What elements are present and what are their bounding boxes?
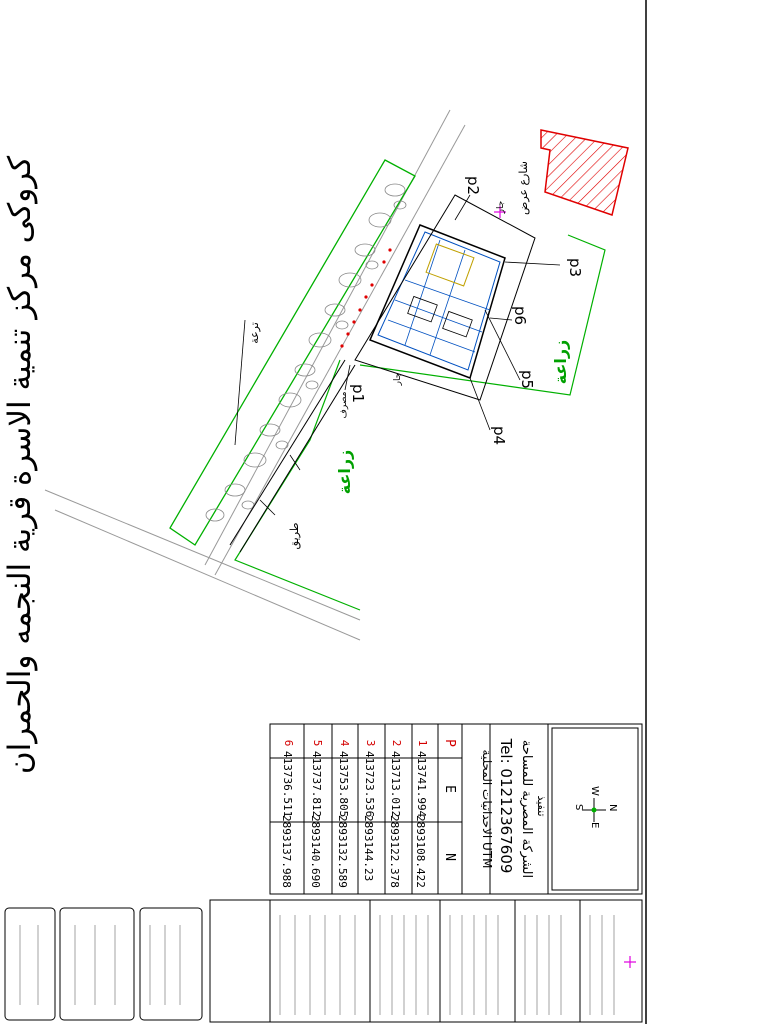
coords-row-4-n: 2893132.589 [336,815,349,888]
road-lower-2 [54,509,361,641]
canal-stones [205,183,407,522]
title-block-lines [19,915,615,1015]
label-gar-2: جار [393,372,403,386]
coords-row-4-p: 4 [338,739,351,747]
compass-center [591,807,597,813]
company-name: الشركة المصرية للمساحة [519,739,534,879]
green-boundary-right [359,234,606,396]
title-block [4,899,643,1023]
page-title: كروكى مركز تنمية الاسرة قرية النجمه والح… [2,155,38,775]
point-label-p5: p5 [518,370,536,390]
point-label-p6: p6 [511,306,529,326]
neighbor-parcel-hatched [540,129,629,216]
label-zeraa-2: زراعة [335,449,354,495]
compass-w: W [589,786,600,796]
coords-row-1-p: 1 [416,739,429,747]
label-terra: ترعة [248,322,261,344]
point-leaders [234,194,561,516]
coords-row-2-n: 2893122.378 [388,815,401,888]
coords-header-n: N [442,853,457,861]
label-gar-1: جار [496,200,506,214]
compass-n: N [607,804,618,812]
coords-row-5-n: 2893140.690 [309,815,322,888]
coords-row-3-p: 3 [364,739,377,747]
coords-row-6-n: 2893137.988 [280,815,293,888]
label-zeraa-1: زراعة [551,339,570,385]
label-tariq: طريق [288,522,301,550]
compass-s: S [573,804,584,811]
coords-row-3-n: 2893144.23 [362,815,375,882]
coords-row-5-p: 5 [311,739,324,747]
canal-strip [169,159,416,546]
road-edge-2 [214,124,466,576]
label-street-width: شارع عرض [517,161,530,215]
compass-e: E [589,822,600,829]
coords-system: الاحداثيات المحلية UTM [480,749,494,869]
coords-table-frame [269,723,643,895]
coords-row-6-p: 6 [282,739,295,747]
road-lower-1 [44,489,361,621]
parcel-outline [354,194,536,401]
point-label-p3: p3 [566,258,584,278]
magenta-crosshair-top [494,206,506,218]
point-label-p1: p1 [349,384,367,404]
driveway-1 [229,359,346,546]
driveway-2 [239,364,356,553]
coords-header-p: P [442,739,457,747]
point-label-p4: p4 [490,426,508,446]
company-tel: Tel: 01212367609 [497,738,515,874]
coords-row-2-p: 2 [390,739,403,747]
magenta-crosshair-bottom [624,956,636,968]
red-marker-dots [340,248,392,348]
building-plan [368,224,506,379]
company-line1: تنفيذ [535,795,548,817]
coords-header-e: E [442,785,457,793]
coords-row-1-n: 2893108.422 [414,815,427,888]
point-label-p2: p2 [464,176,482,196]
